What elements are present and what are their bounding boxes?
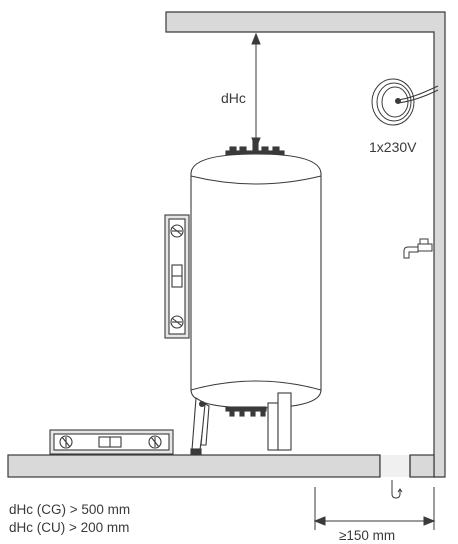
spirit-level-icon: [164, 214, 190, 339]
clearance-note-cg: dHc (CG) > 500 mm: [9, 502, 131, 517]
min-distance-label: ≥150 mm: [339, 528, 395, 543]
power-label: 1x230V: [369, 139, 417, 155]
clearance-note-cu: dHc (CU) > 200 mm: [9, 520, 130, 535]
drain-icon: [391, 480, 403, 499]
power-cable-icon: [371, 78, 439, 126]
floor: [7, 454, 435, 478]
bottom-fittings: [198, 400, 267, 417]
top-fittings: [225, 139, 285, 156]
spirit-level-icon: [49, 429, 174, 455]
tank-legs: [190, 392, 292, 455]
water-tap-icon: [403, 238, 433, 259]
dimension-arrow-icon: [313, 487, 436, 530]
clearance-label: dHc: [221, 90, 246, 106]
boiler-tank: [190, 139, 322, 455]
clearance-arrow: [251, 32, 261, 150]
